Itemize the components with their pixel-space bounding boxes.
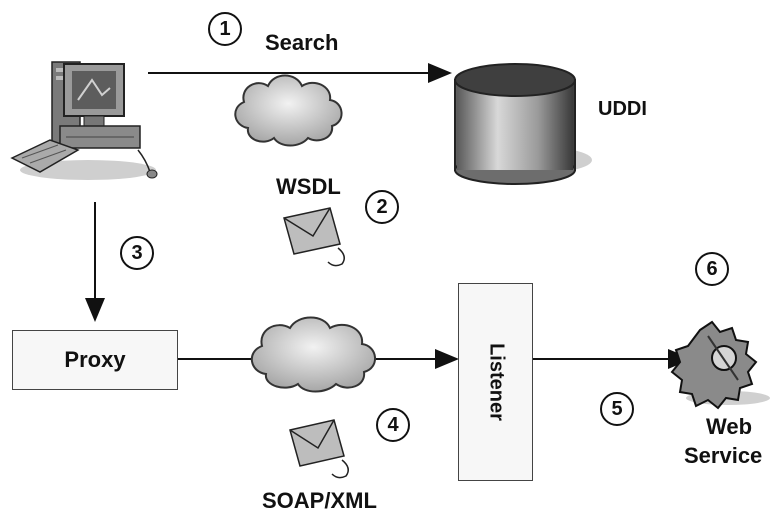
- proxy-box: Proxy: [12, 330, 178, 390]
- wsdl-cloud-icon: [234, 74, 343, 147]
- listener-label: Listener: [485, 343, 507, 421]
- web-service-label-line1: Web: [706, 414, 753, 439]
- soap-cloud-icon: [251, 316, 376, 393]
- database-cylinder-icon: [454, 63, 592, 185]
- step-2-badge: 2: [365, 190, 399, 224]
- step-3-badge: 3: [120, 236, 154, 270]
- proxy-label: Proxy: [64, 347, 126, 372]
- web-service-label-line2: Service: [684, 443, 763, 468]
- step-4-badge: 4: [376, 408, 410, 442]
- step-6-badge: 6: [695, 252, 729, 286]
- wsdl-label: WSDL: [276, 174, 341, 199]
- soap-xml-label: SOAP/XML: [262, 488, 377, 513]
- step-5-badge: 5: [600, 392, 634, 426]
- listener-box: Listener: [458, 283, 533, 481]
- soap-envelope-icon: [289, 419, 349, 479]
- search-label: Search: [265, 30, 339, 55]
- wsdl-envelope-icon: [283, 207, 345, 267]
- gear-service-icon: [670, 320, 770, 410]
- desktop-computer-icon: [10, 61, 158, 180]
- uddi-label: UDDI: [598, 98, 647, 120]
- step-1-badge: 1: [208, 12, 242, 46]
